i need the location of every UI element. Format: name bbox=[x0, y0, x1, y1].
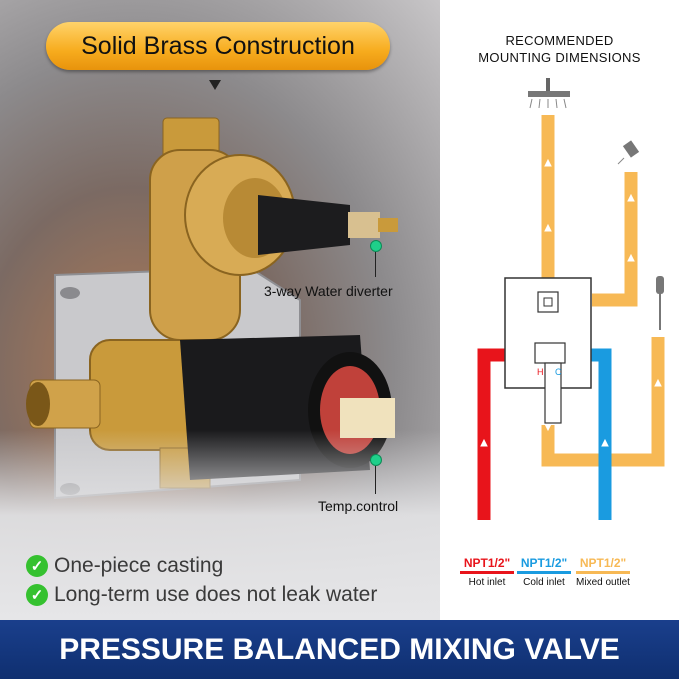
shower-head-icon bbox=[617, 140, 640, 165]
product-banner: PRESSURE BALANCED MIXING VALVE bbox=[0, 620, 679, 679]
legend-swatch bbox=[576, 571, 630, 574]
temp-marker-icon bbox=[370, 454, 382, 466]
handheld-shower-icon bbox=[656, 276, 664, 330]
feature-one-piece: ✓ One-piece casting bbox=[26, 554, 223, 578]
check-icon: ✓ bbox=[26, 584, 48, 606]
legend-cold: NPT1/2" Cold inlet bbox=[513, 556, 575, 588]
legend-code: NPT1/2" bbox=[463, 556, 511, 570]
product-photo-panel bbox=[0, 0, 440, 620]
mixer-handle bbox=[534, 342, 566, 364]
check-icon: ✓ bbox=[26, 555, 48, 577]
legend-swatch bbox=[517, 571, 571, 574]
pipe-to-shower-head bbox=[592, 172, 638, 307]
diverter-marker-icon bbox=[370, 240, 382, 252]
solid-brass-badge: Solid Brass Construction bbox=[46, 22, 390, 70]
bottom-fade bbox=[0, 430, 440, 620]
legend-code: NPT1/2" bbox=[579, 556, 627, 570]
feature-label: One-piece casting bbox=[54, 554, 224, 577]
legend-label: Cold inlet bbox=[523, 577, 565, 588]
feature-label: Long-term use does not leak water bbox=[54, 583, 378, 606]
legend-code: NPT1/2" bbox=[520, 556, 568, 570]
feature-no-leak: ✓ Long-term use does not leak water bbox=[26, 583, 377, 607]
legend-hot: NPT1/2" Hot inlet bbox=[456, 556, 518, 588]
legend-label: Mixed outlet bbox=[576, 577, 630, 588]
temp-callout: Temp.control bbox=[318, 498, 399, 514]
legend-label: Hot inlet bbox=[468, 577, 506, 588]
diverter-callout: 3-way Water diverter bbox=[264, 283, 393, 299]
temp-leader-line bbox=[375, 466, 376, 494]
rain-shower-icon bbox=[528, 78, 570, 109]
legend-mixed: NPT1/2" Mixed outlet bbox=[570, 556, 636, 588]
diverter-leader-line bbox=[375, 252, 376, 277]
hot-mark: H bbox=[537, 367, 544, 377]
cold-mark: C bbox=[555, 367, 562, 377]
plumbing-diagram bbox=[477, 78, 665, 520]
diagram-title: RECOMMENDED MOUNTING DIMENSIONS bbox=[478, 33, 641, 65]
legend-swatch bbox=[460, 571, 514, 574]
badge-pointer-icon bbox=[209, 80, 221, 90]
